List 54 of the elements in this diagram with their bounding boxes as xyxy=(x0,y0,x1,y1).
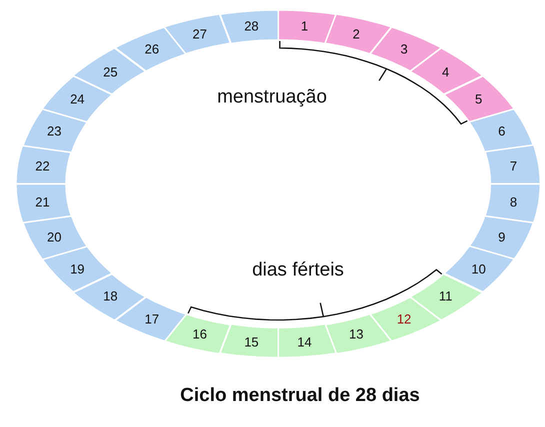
day-number: 10 xyxy=(471,262,486,276)
day-segment xyxy=(410,48,483,94)
day-segment xyxy=(370,296,442,341)
day-number: 11 xyxy=(438,290,452,303)
day-segment xyxy=(22,216,87,260)
day-segment xyxy=(220,324,278,358)
day-segment xyxy=(484,145,540,184)
day-number: 16 xyxy=(192,328,207,341)
day-segment xyxy=(16,184,72,223)
day-segment xyxy=(469,108,534,152)
day-number: 7 xyxy=(510,160,518,173)
day-number: 20 xyxy=(47,230,62,243)
day-segment xyxy=(42,246,112,292)
day-segment xyxy=(164,14,231,54)
day-number: 28 xyxy=(244,19,259,32)
day-number: 3 xyxy=(400,42,408,56)
day-number: 2 xyxy=(352,27,360,40)
day-number: 6 xyxy=(498,124,506,138)
day-segment xyxy=(469,216,534,260)
day-segment xyxy=(73,274,146,320)
day-segment xyxy=(410,274,483,320)
day-number: 12 xyxy=(396,312,412,326)
day-segment xyxy=(325,14,392,54)
day-number: 19 xyxy=(70,262,85,276)
day-segment xyxy=(73,48,146,94)
day-number: 14 xyxy=(297,335,312,348)
day-segment xyxy=(444,76,514,122)
day-segment xyxy=(278,10,336,44)
day-segment xyxy=(220,10,278,44)
day-number: 26 xyxy=(144,42,160,56)
bracket-label: dias férteis xyxy=(252,260,344,280)
day-segment xyxy=(22,108,87,152)
day-number: 21 xyxy=(35,195,50,208)
day-number: 13 xyxy=(349,328,364,341)
day-number: 22 xyxy=(35,160,50,173)
day-segment xyxy=(370,27,442,72)
day-segment xyxy=(325,314,392,354)
day-number: 18 xyxy=(103,290,118,303)
day-number: 5 xyxy=(475,92,482,106)
day-number: 24 xyxy=(70,92,85,106)
day-segment xyxy=(444,246,514,292)
day-number: 25 xyxy=(103,65,118,78)
day-number: 23 xyxy=(47,124,62,138)
day-segment xyxy=(42,76,112,122)
day-number: 17 xyxy=(144,312,160,326)
caption: Ciclo menstrual de 28 dias xyxy=(180,385,420,407)
day-segment xyxy=(278,324,336,358)
day-number: 1 xyxy=(300,19,308,32)
day-number: 4 xyxy=(442,65,450,78)
day-number: 9 xyxy=(498,230,506,243)
day-number: 15 xyxy=(244,335,259,348)
bracket-label: menstruação xyxy=(217,88,327,106)
day-number: 27 xyxy=(192,27,207,40)
day-segment xyxy=(164,314,231,354)
